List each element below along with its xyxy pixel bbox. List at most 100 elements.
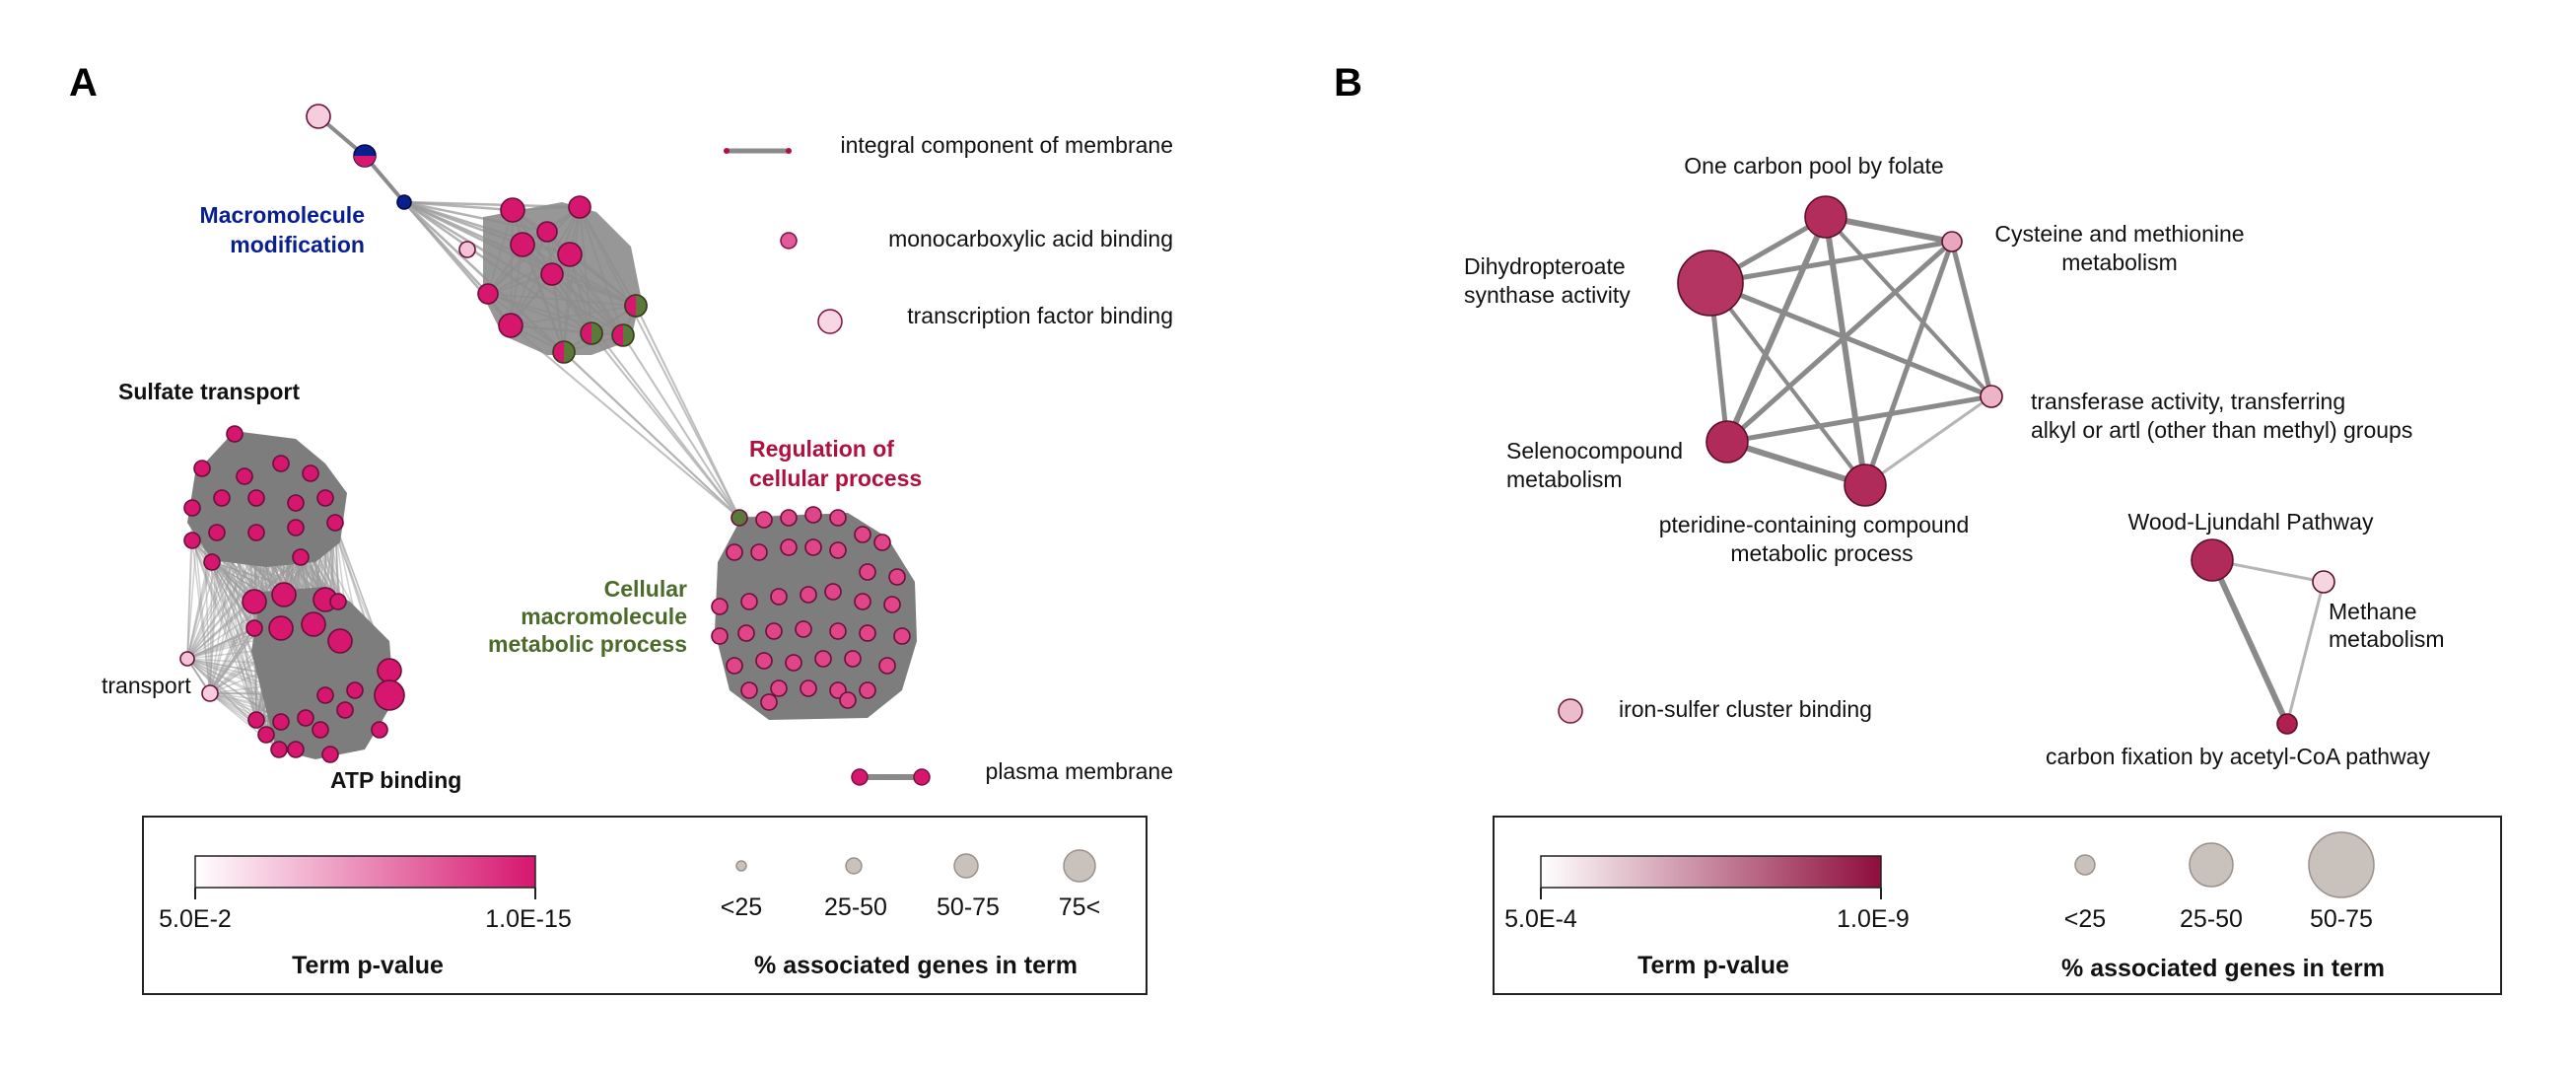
mixed-node-half — [564, 341, 575, 363]
macromolecule-node — [500, 197, 525, 223]
macromolecule-modification-label-2: modification — [230, 232, 365, 257]
sulfate-node — [287, 494, 305, 512]
sulfate-node — [245, 619, 263, 637]
panel-a-gradient-high-label: 1.0E-15 — [485, 905, 572, 933]
regulation-node — [859, 681, 876, 699]
panel-b-size-label-2: 25-50 — [2180, 905, 2243, 933]
sulfate-edge — [186, 658, 282, 723]
panel-b-node-one — [1804, 195, 1847, 239]
iron-sulfur-node — [1558, 698, 1583, 724]
sulfate-node — [242, 589, 267, 614]
panel-b-pvalue-gradient — [1540, 855, 1882, 889]
panel-b-node-meth — [2312, 570, 2335, 594]
regulation-node — [770, 679, 788, 697]
regulation-node — [854, 526, 871, 543]
mixed-node-outline — [552, 340, 576, 364]
panel-a-gradient-title: Term p-value — [292, 952, 444, 979]
atp-binding-label: ATP binding — [330, 767, 461, 793]
regulation-node — [795, 620, 812, 638]
panel-b-node-trans — [1980, 385, 2003, 408]
panel-b-node-wood — [2191, 538, 2234, 582]
regulation-node — [844, 650, 862, 668]
regulation-node — [740, 593, 758, 610]
sulfate-edge — [191, 539, 211, 694]
panel-b-letter: B — [1334, 61, 1362, 105]
panel-b-nodes — [1677, 195, 2335, 735]
cellular-macromolecule-label-2: macromolecule — [521, 604, 687, 629]
panel-b-edge — [1726, 439, 1866, 488]
sulfate-node — [326, 514, 344, 532]
sulfate-node — [257, 726, 275, 744]
sulfate-node — [292, 548, 310, 566]
panel-a-size-label-2: 25-50 — [824, 893, 887, 921]
sulfate-node — [374, 679, 405, 711]
panel-b-node-sel — [1706, 420, 1749, 464]
sulfate-node — [301, 611, 326, 637]
panel-a-size-legend-4 — [1063, 849, 1096, 883]
sulfate-edge — [191, 539, 257, 721]
sulfate-edge — [211, 561, 257, 721]
plasma-membrane-node-right — [913, 768, 931, 786]
sulfate-edge — [211, 561, 267, 736]
methane-label-2: metabolism — [2329, 626, 2445, 652]
panel-b-edge — [1726, 393, 1992, 445]
sulfate-edge — [191, 539, 255, 629]
panel-b-node-pter — [1844, 464, 1887, 507]
sulfate-node — [270, 741, 288, 758]
sulfate-node — [272, 713, 290, 731]
regulation-node — [873, 534, 891, 551]
panel-b-edge — [1949, 241, 1994, 397]
regulation-node — [780, 538, 798, 556]
macromolecule-pale-node — [458, 241, 476, 258]
panel-a-size-legend-1 — [735, 860, 747, 872]
macromolecule-node — [498, 313, 523, 338]
sulfate-node — [236, 467, 253, 485]
methane-label-1: Methane — [2329, 599, 2417, 624]
mixed-node-outline — [611, 323, 635, 347]
cellular-macromolecule-label-1: Cellular — [604, 576, 687, 602]
panel-b-edge — [1824, 215, 1993, 398]
panel-b-size-legend-2 — [2189, 842, 2234, 888]
sulfate-node — [271, 582, 297, 607]
regulation-node — [888, 568, 906, 586]
transport-edge — [209, 627, 255, 694]
sulfate-node — [213, 489, 231, 507]
mixed-node-half — [623, 324, 634, 346]
panel-b-edge — [1709, 280, 1992, 399]
panel-b-size-label-1: <25 — [2064, 905, 2106, 933]
cysteine-label-1: Cysteine and methionine — [1994, 221, 2244, 247]
regulation-node — [859, 563, 876, 581]
regulation-node — [800, 679, 817, 697]
sulfate-node — [268, 615, 294, 641]
transcription-factor-node — [817, 309, 843, 334]
panel-b-edge — [1709, 239, 1953, 286]
sulfate-node — [327, 628, 353, 654]
sulfate-node — [287, 741, 305, 758]
panel-a-size-title: % associated genes in term — [754, 952, 1078, 979]
regulation-node — [770, 588, 788, 606]
macromolecule-node — [510, 232, 535, 257]
plasma-membrane-node-left — [851, 768, 869, 786]
regulation-node — [859, 624, 876, 642]
panel-b-edge — [1725, 240, 1954, 444]
chain-node-magenta-half — [354, 156, 376, 167]
sulfate-node — [203, 553, 221, 571]
panel-b-node-cys — [1941, 231, 1963, 252]
sulfate-edge — [186, 561, 213, 660]
sulfate-node — [329, 593, 347, 610]
sulfate-edge — [191, 539, 267, 736]
regulation-label-1: Regulation of — [749, 436, 894, 462]
selenocompound-label-2: metabolism — [1506, 466, 1623, 492]
panel-b-size-title: % associated genes in term — [2061, 955, 2385, 982]
panel-a-size-legend-3 — [953, 853, 979, 879]
panel-a-letter: A — [69, 61, 98, 105]
sulfate-cluster-blob-upper — [187, 431, 347, 567]
sulfate-node — [316, 489, 334, 507]
sulfate-node — [377, 658, 402, 683]
macromolecule-node — [536, 221, 558, 243]
sulfate-edge — [186, 539, 193, 660]
sulfate-edge — [209, 601, 255, 694]
sulfate-node — [193, 460, 211, 477]
sulfate-node — [183, 532, 201, 549]
regulation-node — [731, 509, 748, 527]
